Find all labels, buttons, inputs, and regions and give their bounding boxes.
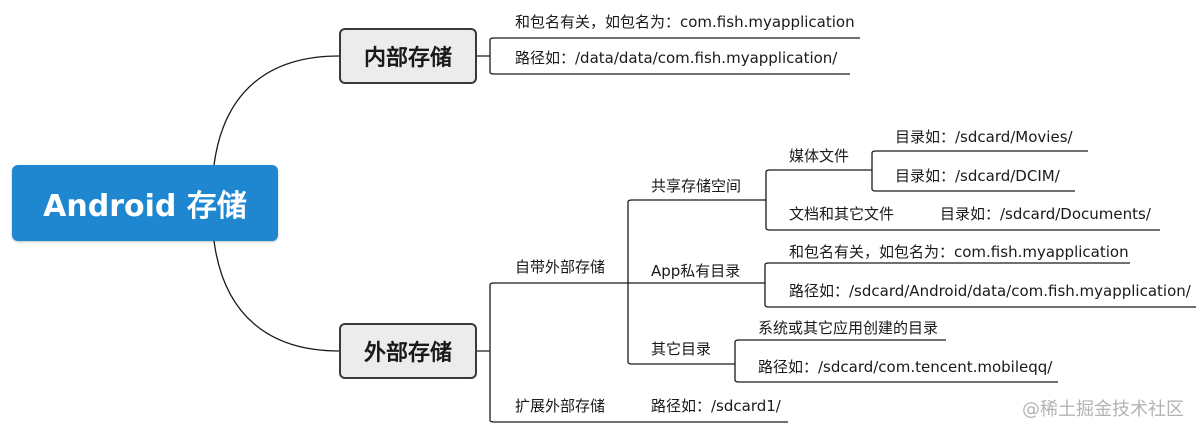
docs-item: 目录如：/sdcard/Documents/: [940, 205, 1151, 223]
private-item-2: 路径如：/sdcard/Android/data/com.fish.myappl…: [789, 282, 1191, 300]
other-item-1: 系统或其它应用创建的目录: [758, 319, 939, 337]
app-private-node: App私有目录: [651, 262, 741, 280]
link-private-items: [764, 262, 1196, 308]
docs-files-node: 文档和其它文件: [789, 205, 895, 223]
internal-item-1: 和包名有关，如包名为：com.fish.myapplication: [515, 13, 855, 31]
private-item-1: 和包名有关，如包名为：com.fish.myapplication: [789, 243, 1129, 261]
root-node: Android 存储: [12, 165, 278, 241]
watermark: @稀土掘金技术社区: [1022, 399, 1184, 420]
builtin-external-node: 自带外部存储: [515, 258, 606, 276]
other-dir-node: 其它目录: [651, 340, 712, 358]
internal-item-2: 路径如：/data/data/com.fish.myapplication/: [515, 49, 838, 67]
shared-storage-node: 共享存储空间: [651, 177, 742, 195]
media-files-node: 媒体文件: [789, 147, 850, 165]
expansion-external-node: 扩展外部存储: [515, 397, 606, 415]
link-shared-items: [765, 169, 1160, 231]
link-root-external: [213, 240, 340, 352]
link-media-items: [871, 150, 1088, 192]
link-internal-items: [477, 37, 860, 75]
media-item-1: 目录如：/sdcard/Movies/: [895, 128, 1073, 146]
other-item-2: 路径如：/sdcard/com.tencent.mobileqq/: [758, 358, 1053, 376]
external-storage-node: 外部存储: [339, 323, 477, 379]
link-builtin-items: [627, 199, 766, 365]
link-external-items: [477, 282, 630, 423]
expansion-item: 路径如：/sdcard1/: [651, 397, 781, 415]
media-item-2: 目录如：/sdcard/DCIM/: [895, 167, 1060, 185]
link-other-items: [734, 339, 1058, 383]
link-root-internal: [213, 55, 340, 166]
internal-storage-node: 内部存储: [339, 28, 477, 84]
